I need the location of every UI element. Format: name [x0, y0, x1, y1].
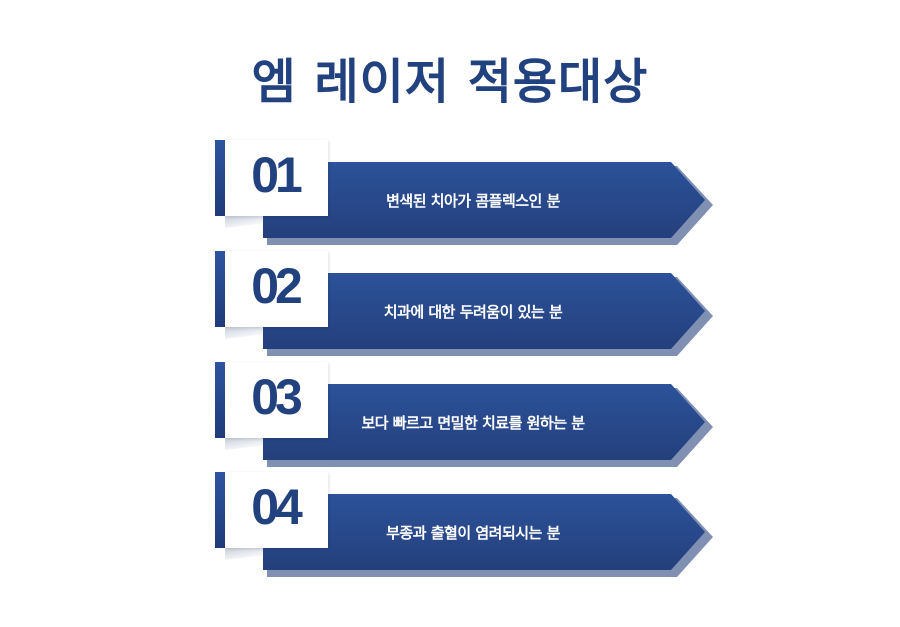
arrow-banner	[263, 162, 705, 238]
item-text: 보다 빠르고 면밀한 치료를 원하는 분	[361, 413, 585, 432]
item-number: 01	[251, 147, 303, 203]
page-title: 엠 레이저 적용대상	[251, 54, 649, 110]
accent-bar	[215, 140, 225, 216]
accent-bar	[215, 251, 225, 327]
list-item: 04 부종과 출혈이 염려되시는 분	[0, 472, 900, 582]
list-item: 03 보다 빠르고 면밀한 치료를 원하는 분	[0, 362, 900, 472]
arrow-banner	[263, 384, 705, 460]
item-text: 치과에 대한 두려움이 있는 분	[383, 302, 563, 321]
accent-bar	[215, 362, 225, 438]
item-number: 02	[251, 258, 303, 314]
list-item: 02 치과에 대한 두려움이 있는 분	[0, 251, 900, 361]
badge-reflection	[225, 216, 265, 228]
badge-reflection	[225, 327, 265, 339]
arrow-banner	[263, 273, 705, 349]
item-number: 03	[251, 369, 303, 425]
item-number: 04	[251, 479, 303, 535]
number-badge: 01	[225, 140, 328, 216]
item-text: 부종과 출혈이 염려되시는 분	[386, 523, 560, 542]
accent-bar	[215, 472, 225, 548]
number-badge: 04	[225, 472, 328, 548]
number-badge: 03	[225, 362, 328, 438]
list-item: 01 변색된 치아가 콤플렉스인 분	[0, 140, 900, 250]
arrow-banner	[263, 494, 705, 570]
badge-reflection	[225, 438, 265, 450]
number-badge: 02	[225, 251, 328, 327]
badge-reflection	[225, 548, 265, 560]
item-text: 변색된 치아가 콤플렉스인 분	[386, 191, 560, 210]
